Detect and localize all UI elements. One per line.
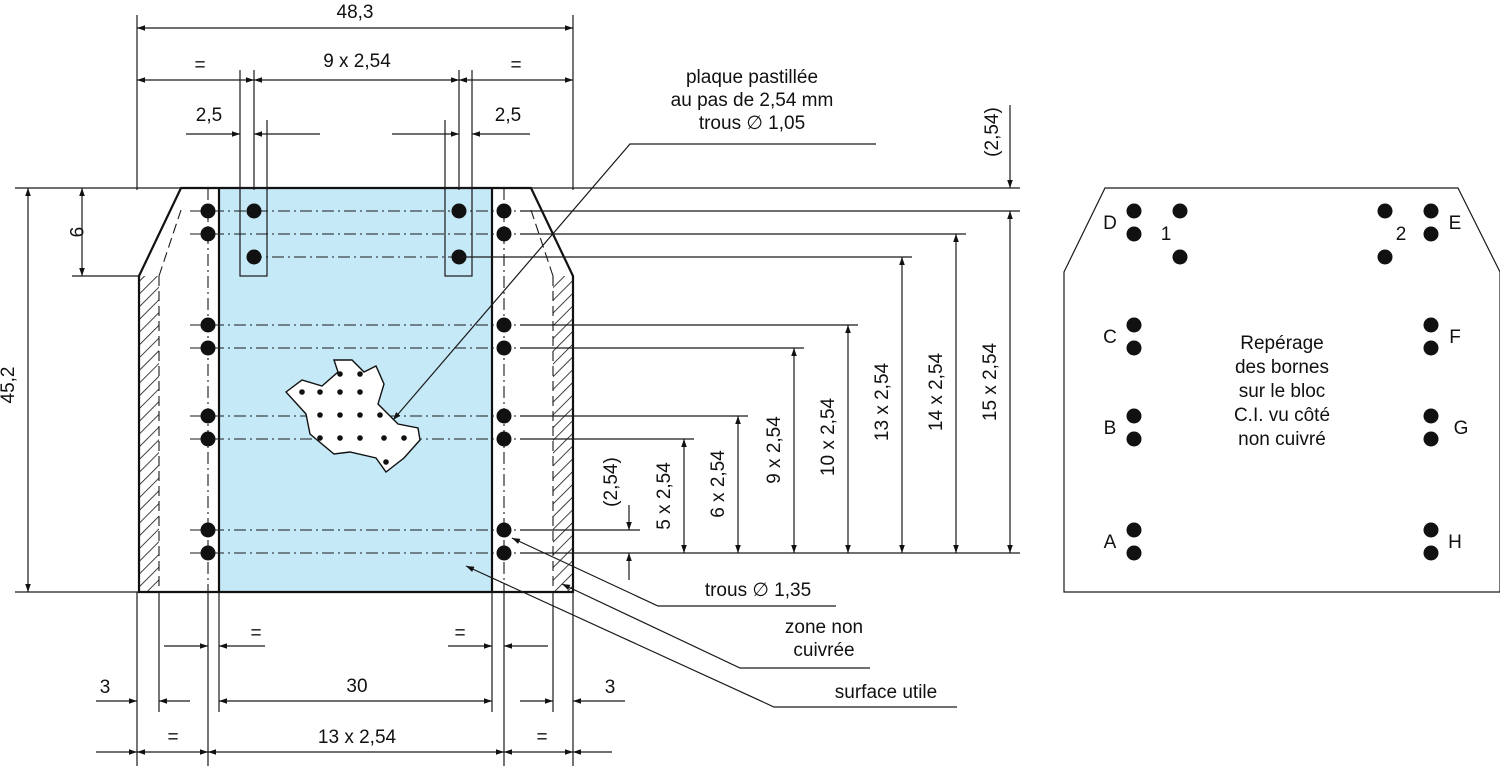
- terminal-holes: [200, 203, 512, 561]
- dim-equal-bottom-row-right: =: [536, 727, 547, 748]
- terminal-map-title-line1: Repérage: [1240, 333, 1323, 354]
- dim-equal-bottom-right: =: [454, 623, 465, 644]
- terminal-label-1: 1: [1161, 224, 1172, 245]
- dim-width-30: 30: [346, 676, 367, 697]
- perforated-plate-cutout: [284, 359, 421, 474]
- callout-plaque-line3: trous ∅ 1,05: [699, 113, 805, 134]
- dim-total-width: 48,3: [337, 2, 374, 23]
- terminal-label-f: F: [1449, 327, 1461, 348]
- dim-v10: 10 x 2,54: [818, 397, 839, 476]
- terminal-label-c: C: [1103, 327, 1117, 348]
- dim-offset-right: 2,5: [495, 105, 521, 126]
- callout-zone-line1: zone non: [785, 617, 863, 638]
- terminal-label-b: B: [1104, 418, 1117, 439]
- dim-pitch-13: 13 x 2,54: [318, 727, 397, 748]
- dim-equal-top-left: =: [194, 55, 205, 76]
- dim-pitch-9: 9 x 2,54: [323, 51, 391, 72]
- left-hatched-rail: [139, 276, 159, 592]
- callouts: plaque pastillée au pas de 2,54 mm trous…: [392, 67, 957, 708]
- right-dimensions: (2,54) 15 x 2,54 14 x 2,54 13 x 2,54 10 …: [460, 105, 1020, 580]
- dim-equal-top-right: =: [510, 55, 521, 76]
- dim-v14: 14 x 2,54: [926, 352, 947, 431]
- terminal-map-title-line3: sur le bloc: [1239, 381, 1326, 402]
- board-drawing: [137, 186, 575, 594]
- dim-side-right: 3: [605, 677, 616, 698]
- terminal-label-e: E: [1449, 213, 1462, 234]
- terminal-label-h: H: [1448, 532, 1462, 553]
- dim-side-left: 3: [100, 677, 111, 698]
- callout-plaque-line1: plaque pastillée: [686, 67, 818, 88]
- dim-bottom-254: (2,54): [601, 457, 622, 507]
- dim-v5: 5 x 2,54: [654, 462, 675, 530]
- terminal-label-d: D: [1103, 213, 1117, 234]
- dim-top-9: 9: [65, 227, 86, 238]
- callout-zone-line2: cuivrée: [793, 640, 854, 661]
- dim-top-254: (2,54): [982, 107, 1003, 157]
- dim-v15: 15 x 2,54: [980, 342, 1001, 421]
- terminal-map-title-line2: des bornes: [1235, 357, 1329, 378]
- terminal-map-title-line5: non cuivré: [1238, 429, 1326, 450]
- terminal-label-2: 2: [1396, 224, 1407, 245]
- left-dimensions: 45,2 9: [0, 187, 181, 593]
- terminal-map-outline: [1063, 187, 1500, 593]
- right-hatched-rail: [553, 276, 573, 592]
- callout-holes: trous ∅ 1,35: [705, 580, 811, 601]
- dim-equal-bottom-row-left: =: [167, 727, 178, 748]
- dim-v9: 9 x 2,54: [764, 416, 785, 484]
- dim-v6: 6 x 2,54: [708, 450, 729, 518]
- terminal-map-title-line4: C.I. vu côté: [1234, 405, 1330, 426]
- bottom-dimensions: = = 3 30 3 = 13 x 2,54 =: [96, 592, 625, 766]
- top-dimensions: 48,3 = 9 x 2,54 = 2,5 2,5: [136, 2, 574, 190]
- terminal-label-a: A: [1104, 532, 1117, 553]
- dim-height: 45,2: [0, 367, 19, 404]
- callout-plaque-line2: au pas de 2,54 mm: [671, 90, 834, 111]
- dim-v13: 13 x 2,54: [872, 362, 893, 441]
- dim-equal-bottom-left: =: [250, 623, 261, 644]
- terminal-label-g: G: [1454, 418, 1469, 439]
- callout-surface: surface utile: [835, 682, 937, 703]
- terminal-map: D C B A E F G H 1 2 Repérage des bornes …: [1063, 187, 1500, 593]
- dim-offset-left: 2,5: [196, 105, 222, 126]
